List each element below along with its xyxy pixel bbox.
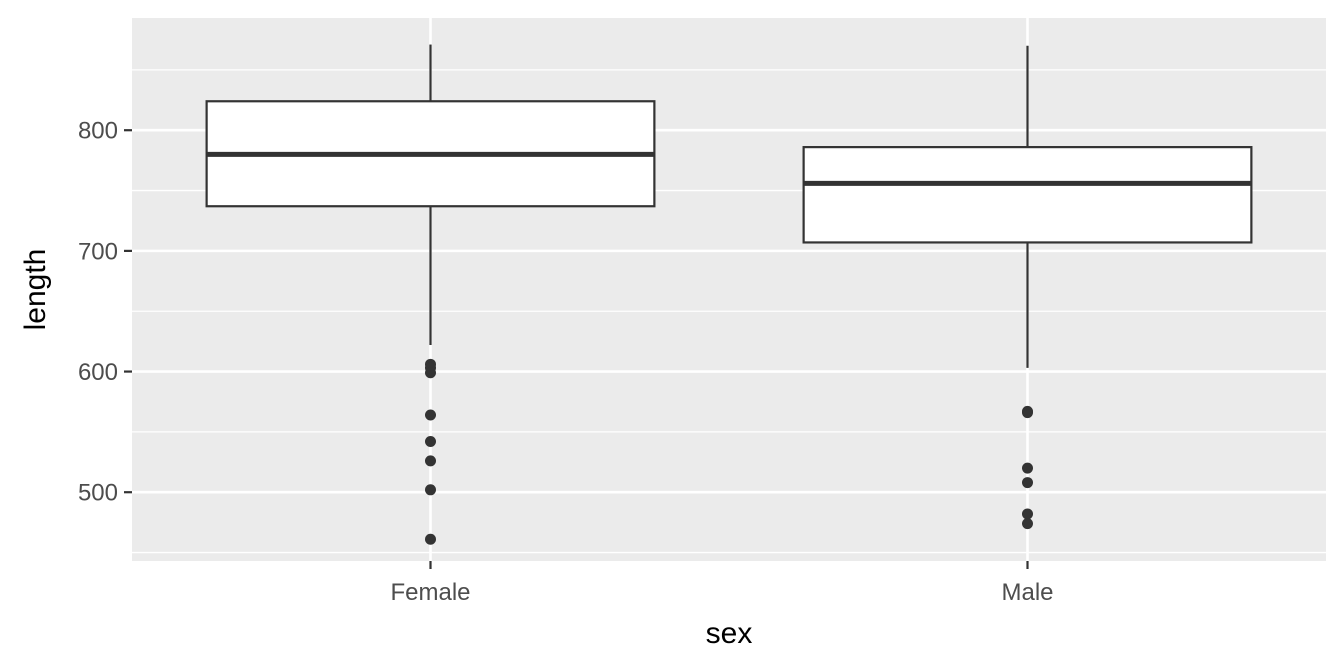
x-tick-label-male: Male (1001, 579, 1053, 606)
x-tick-label-female: Female (390, 579, 470, 606)
boxes (205, 44, 1253, 545)
outlier-point (1022, 477, 1033, 489)
y-tick-label: 700 (78, 238, 118, 265)
y-tick-label: 800 (78, 118, 118, 145)
y-tick-label: 500 (78, 480, 118, 507)
outlier-point (425, 455, 436, 467)
outlier-point (425, 367, 436, 379)
box-group-female (205, 44, 656, 545)
outlier-point (425, 484, 436, 496)
outlier-point (425, 409, 436, 421)
box-iqr (802, 146, 1253, 244)
box-group-male (802, 45, 1253, 530)
outlier-point (1022, 508, 1033, 520)
y-tick-label: 600 (78, 359, 118, 386)
x-axis-title: sex (706, 617, 753, 650)
outlier-point (1022, 462, 1033, 474)
x-axis: Female Male (390, 561, 1054, 606)
outlier-point (1022, 518, 1033, 530)
outlier-point (1022, 407, 1033, 419)
plot-panel (132, 18, 1326, 561)
y-axis: 500 600 700 800 (78, 118, 132, 507)
y-axis-title: length (19, 249, 52, 331)
outlier-point (425, 436, 436, 448)
outlier-point (425, 533, 436, 545)
